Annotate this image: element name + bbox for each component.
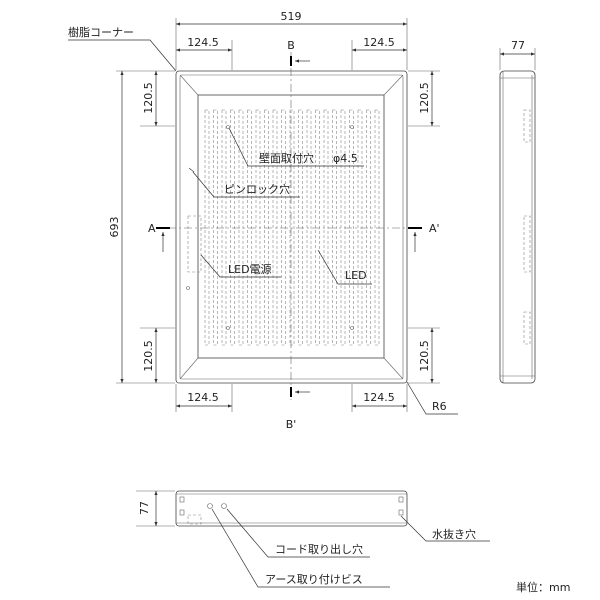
section-a-label: A xyxy=(148,222,156,235)
led-power-box xyxy=(187,215,202,273)
bottom-body xyxy=(175,490,408,527)
bottom-right-offset-dim: 124.5 xyxy=(363,391,395,404)
side-depth-dim: 77 xyxy=(511,39,525,52)
led-strip xyxy=(281,109,286,346)
right-bottom-offset-dim: 120.5 xyxy=(418,340,431,372)
wall-mount-hole-tl xyxy=(226,125,230,129)
left-top-offset-dim: 120.5 xyxy=(142,82,155,114)
section-a-prime-label: A' xyxy=(429,222,440,235)
side-view: 77 xyxy=(499,39,536,384)
right-top-offset-dim: 120.5 xyxy=(418,82,431,114)
resin-corner-leader xyxy=(68,39,177,72)
bevel-tl xyxy=(179,74,199,96)
left-bottom-offset-dim: 120.5 xyxy=(142,340,155,372)
led-strip xyxy=(340,109,346,346)
led-strip xyxy=(238,109,244,346)
wall-mount-hole-leader xyxy=(228,127,364,167)
led-strip xyxy=(230,109,235,346)
led-strip xyxy=(349,109,354,346)
side-hidden-mid xyxy=(523,215,531,273)
drain-hole-leader xyxy=(400,515,490,542)
wall-mount-hole-br xyxy=(350,326,354,330)
section-b-marker: B xyxy=(287,39,310,66)
bottom-slot-l1 xyxy=(179,496,185,503)
bevel-bl xyxy=(179,357,199,380)
led-strips xyxy=(204,109,380,346)
bottom-slot-r2 xyxy=(398,509,404,516)
section-b-prime-marker: B' xyxy=(286,387,310,431)
led-strip xyxy=(357,109,363,346)
led-power-label: LED電源 xyxy=(228,262,272,276)
bottom-slot-r1 xyxy=(398,496,404,503)
top-right-offset-dim: 124.5 xyxy=(363,36,395,49)
wall-mount-dia-label: φ4.5 xyxy=(333,152,358,165)
led-leader xyxy=(317,249,372,285)
bevel-br xyxy=(383,357,404,380)
led-strip xyxy=(374,109,380,346)
resin-corner-label: 樹脂コーナー xyxy=(68,25,134,39)
side-hidden-top xyxy=(523,109,531,143)
led-strip xyxy=(306,109,312,346)
earth-screw-leader xyxy=(211,508,390,588)
led-strip xyxy=(332,109,337,346)
led-strip xyxy=(221,109,227,346)
wall-mount-hole-label: 壁面取付穴 xyxy=(259,151,314,165)
front-view: B B' A A' 519 124.5 124.5 xyxy=(68,10,458,431)
section-a-prime-marker: A' xyxy=(408,222,440,252)
led-strip xyxy=(255,109,261,346)
pin-lock-hole-leader xyxy=(192,171,300,198)
led-strip xyxy=(289,109,295,346)
led-power-leader xyxy=(200,254,281,278)
drain-hole-label: 水抜き穴 xyxy=(432,527,476,541)
cord-exit-hole xyxy=(207,503,213,509)
bottom-slot-l2 xyxy=(179,509,185,516)
led-strip xyxy=(213,109,218,346)
bevel-tr xyxy=(383,74,404,96)
outer-frame xyxy=(175,70,408,384)
led-strip xyxy=(366,109,371,346)
earth-screw-label: アース取り付けビス xyxy=(265,573,363,586)
section-b-label: B xyxy=(287,39,295,52)
bottom-hidden-box xyxy=(187,514,202,525)
led-strip xyxy=(204,109,210,346)
earth-point xyxy=(186,286,190,290)
frame-inner-edge xyxy=(179,74,404,380)
led-strip xyxy=(298,109,303,346)
wall-mount-hole-tr xyxy=(350,125,354,129)
cord-exit-hole-label: コード取り出し穴 xyxy=(275,542,363,556)
pin-lock-hole-mark xyxy=(188,167,195,173)
unit-label: 単位：mm xyxy=(516,580,570,594)
bottom-depth-dim: 77 xyxy=(138,501,151,515)
corner-radius-dim: R6 xyxy=(432,400,447,413)
bottom-view: 77 水抜き穴 コード取り出し穴 アース取り付けビス 単位：mm xyxy=(136,490,570,594)
led-strip xyxy=(264,109,269,346)
cord-exit-hole-leader xyxy=(226,508,370,558)
wall-mount-hole-bl xyxy=(226,326,230,330)
section-a-marker: A xyxy=(148,222,170,252)
led-strip xyxy=(272,109,278,346)
led-strip xyxy=(247,109,252,346)
bottom-left-offset-dim: 124.5 xyxy=(187,391,219,404)
section-b-prime-label: B' xyxy=(286,418,297,431)
height-dim: 693 xyxy=(108,217,121,238)
top-left-offset-dim: 124.5 xyxy=(187,36,219,49)
side-hidden-bottom xyxy=(523,311,531,345)
side-body xyxy=(499,70,536,384)
led-strip xyxy=(323,109,329,346)
pin-lock-hole-label: ピンロック穴 xyxy=(224,182,290,196)
width-dim: 519 xyxy=(281,10,302,23)
led-label: LED xyxy=(345,269,367,282)
earth-screw xyxy=(221,503,227,509)
led-strip xyxy=(315,109,320,346)
corner-radius-leader xyxy=(406,381,458,415)
